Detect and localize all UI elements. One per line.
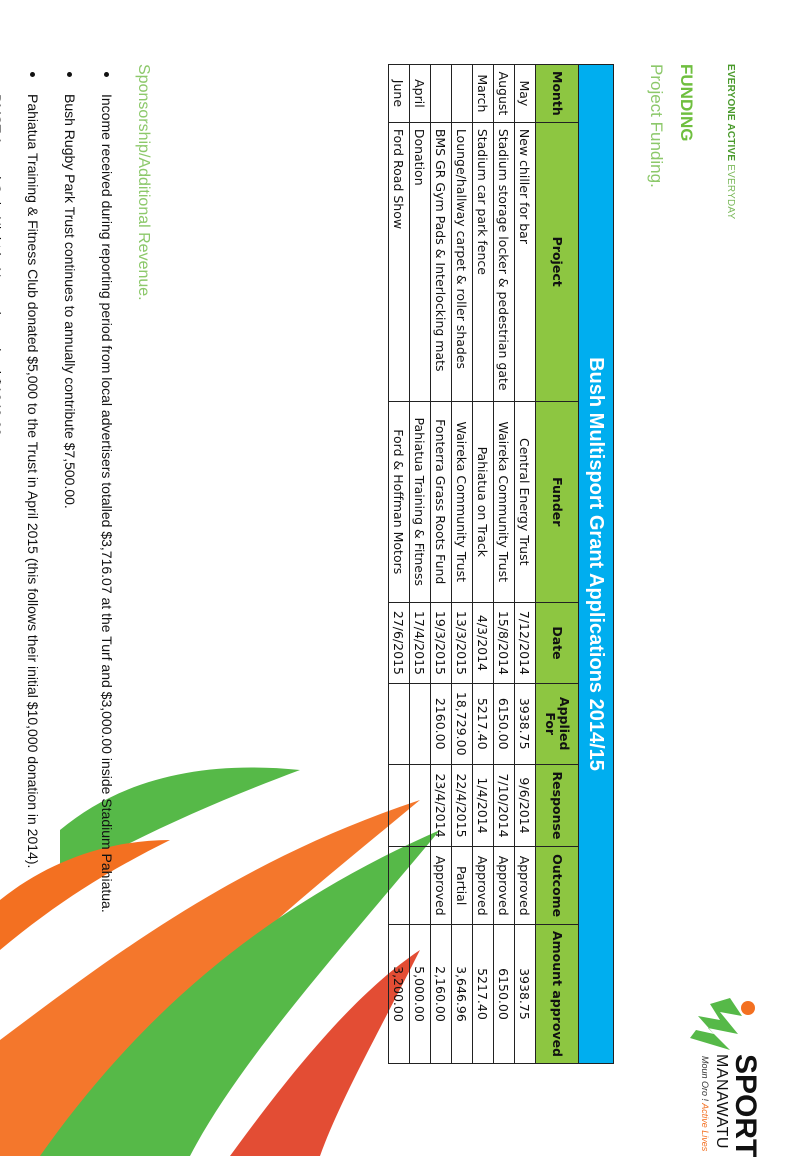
tagline: EVERYONE ACTIVE EVERYDAY [725, 64, 736, 219]
cell-date: 7/12/2014 [514, 602, 536, 684]
cell-month: March [472, 64, 494, 123]
cell-funder: Pahiatua on Track [472, 401, 494, 603]
cell-date: 4/3/2014 [472, 602, 494, 684]
cell-funder: Pahiatua Training & Fitness [409, 401, 431, 603]
cell-month: May [514, 64, 536, 123]
cell-applied: 6150.00 [493, 683, 515, 765]
table-title: Bush Multisport Grant Applications 2014/… [578, 64, 614, 1064]
cell-applied [388, 683, 410, 765]
table-header-row: Month Project Funder Date Applied For Re… [535, 64, 579, 1064]
list-item: Income received during reporting period … [79, 64, 116, 1064]
cell-response: 23/4/2014 [430, 764, 452, 847]
header-date: Date [535, 602, 579, 684]
cell-month: August [493, 64, 515, 123]
header-response: Response [535, 764, 579, 847]
logo-subtext: Moun Oro ! Active Lives [700, 1056, 710, 1152]
cell-project: Stadium storage locker & pedestrian gate [493, 122, 515, 402]
cell-outcome [388, 846, 410, 925]
cell-date: 19/3/2015 [430, 602, 452, 684]
cell-response [409, 764, 431, 847]
sport-manawatu-logo: SPORT MANAWATU Moun Oro ! Active Lives [660, 994, 762, 1157]
cell-month [451, 64, 473, 123]
logo-sport-text: SPORT [729, 1054, 762, 1157]
cell-applied: 5217.40 [472, 683, 494, 765]
cell-month: June [388, 64, 410, 123]
cell-outcome: Approved [472, 846, 494, 925]
list-item: Pahiatua Training & Fitness Club donated… [5, 64, 42, 1064]
cell-amount: 3,646.96 [451, 924, 473, 1064]
header-outcome: Outcome [535, 846, 579, 925]
cell-outcome: Partial [451, 846, 473, 925]
header-amount-approved: Amount approved [535, 924, 579, 1064]
cell-project: Lounge/hallway carpet & roller shades [451, 122, 473, 402]
cell-response: 22/4/2015 [451, 764, 473, 847]
cell-amount: 5217.40 [472, 924, 494, 1064]
grant-applications-table: Bush Multisport Grant Applications 2014/… [388, 64, 614, 1064]
cell-amount: 2,160.00 [430, 924, 452, 1064]
header-funder: Funder [535, 401, 579, 603]
cell-funder: Fonterra Grass Roots Fund [430, 401, 452, 603]
cell-response: 9/6/2014 [514, 764, 536, 847]
subsection-heading: Project Funding. [647, 64, 666, 188]
cell-date: 15/8/2014 [493, 602, 515, 684]
cell-amount: 3938.75 [514, 924, 536, 1064]
cell-applied [409, 683, 431, 765]
cell-project: New chiller for bar [514, 122, 536, 402]
cell-project: Donation [409, 122, 431, 402]
cell-funder: Waireka Community Trust [493, 401, 515, 603]
cell-outcome: Approved [493, 846, 515, 925]
logo-runner-icon [690, 998, 755, 1050]
header-month: Month [535, 64, 579, 123]
cell-funder: Ford & Hoffman Motors [388, 401, 410, 603]
cell-funder: Central Energy Trust [514, 401, 536, 603]
cell-project: Ford Road Show [388, 122, 410, 402]
header-project: Project [535, 122, 579, 402]
sponsorship-heading: Sponsorship/Additional Revenue. [135, 64, 152, 301]
cell-outcome [409, 846, 431, 925]
cell-response [388, 764, 410, 847]
tagline-light: EVERYDAY [725, 164, 736, 220]
cell-applied: 18,729.00 [451, 683, 473, 765]
cell-date: 13/3/2015 [451, 602, 473, 684]
section-heading: FUNDING [677, 64, 696, 142]
list-item: BMST Annual Quiz Night in November raise… [0, 64, 5, 1064]
cell-month: April [409, 64, 431, 123]
cell-project: Stadium car park fence [472, 122, 494, 402]
sponsorship-list: Income received during reporting period … [0, 64, 116, 1064]
cell-date: 27/6/2015 [388, 602, 410, 684]
cell-month [430, 64, 452, 123]
cell-project: BMS GR Gym Pads & Interlocking mats [430, 122, 452, 402]
list-item: Bush Rugby Park Trust continues to annua… [42, 64, 79, 1064]
tagline-bold: EVERYONE ACTIVE [725, 64, 736, 162]
cell-funder: Waireka Community Trust [451, 401, 473, 603]
header-applied-for: Applied For [535, 683, 579, 765]
cell-applied: 2160.00 [430, 683, 452, 765]
cell-response: 1/4/2014 [472, 764, 494, 847]
logo-manawatu-text: MANAWATU [713, 1054, 730, 1149]
cell-date: 17/4/2015 [409, 602, 431, 684]
cell-response: 7/10/2014 [493, 764, 515, 847]
cell-amount: 3,200.00 [388, 924, 410, 1064]
cell-amount: 5,000.00 [409, 924, 431, 1064]
cell-amount: 6150.00 [493, 924, 515, 1064]
cell-applied: 3938.75 [514, 683, 536, 765]
cell-outcome: Approved [514, 846, 536, 925]
cell-outcome: Approved [430, 846, 452, 925]
